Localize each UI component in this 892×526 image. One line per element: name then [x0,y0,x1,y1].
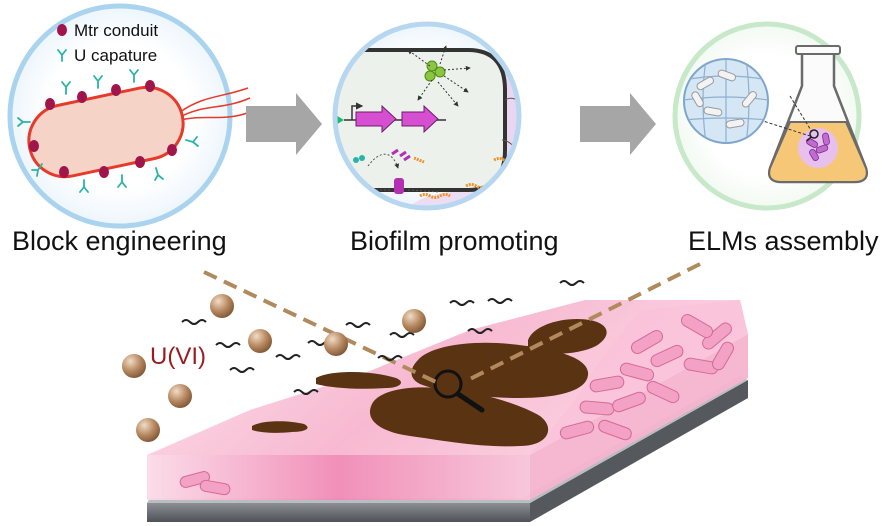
legend: Mtr conduit U capature [57,21,158,65]
signal-molecule-icon [424,60,446,82]
uranium-particle-icon [136,418,160,442]
u-capture-y-icon [185,136,199,147]
u-capture-y-icon [31,163,43,177]
uranium-particle-icon [402,309,426,333]
water-waves [181,280,585,395]
promoter-icon [351,102,364,120]
biofilm-patch [252,421,308,433]
block-engineering-panel: Mtr conduit U capature [7,3,251,229]
u-capture-y-icon [154,167,164,181]
u-capture-y-icon [57,49,67,62]
u-capture-y-icon [79,179,89,193]
mtr-conduit-dot-icon [111,84,121,96]
biofilm-patch [528,318,607,354]
gene-arrow-icon [355,104,397,134]
slab-side-face [530,334,748,500]
magnifier-icon [433,369,485,413]
mtr-conduit-dot-icon [99,166,109,178]
panel-2-circle [332,21,522,211]
biofilm-patches [252,318,607,447]
uranium-particle-icon [210,294,234,318]
membrane-transporter-icon [394,178,404,194]
mtr-conduits [29,80,177,178]
gene-arrow-icon [401,104,439,134]
uranium-particle-icon [324,332,348,356]
u-capture-y-icon [61,81,71,95]
legend-u-capture: U capature [74,46,157,65]
flagellum [181,97,251,117]
mtr-conduit-dot-icon [135,156,145,168]
u-capture-y-icon [17,117,31,127]
elms-assembly-panel [672,21,868,211]
legend-mtr-conduit: Mtr conduit [74,21,158,40]
u-capture-proteins [17,69,199,193]
mtr-conduit-dot-icon [45,98,55,110]
mtr-conduit-dot-icon [77,91,87,103]
uranium-particle-icon [168,384,192,408]
mtr-conduit-dot-icon [29,140,39,152]
u-capture-y-icon [129,69,139,83]
uranium-particle-icon [248,329,272,353]
process-arrow-1 [246,93,322,155]
mtr-conduit-dot-icon [59,166,69,178]
biofilm-patch [316,372,401,389]
mtr-conduit-dot-icon [57,24,67,36]
uranium-label: U(VI) [150,343,206,370]
living-material-slab [147,262,748,522]
uranium-particles [122,294,426,442]
uranium-particle-icon [122,354,146,378]
biofilm-patch [411,342,589,398]
u-capture-y-icon [93,75,103,89]
embedded-bacteria [179,314,734,496]
slab-front-face [147,455,530,500]
stage-label-biofilm-promoting: Biofilm promoting [350,226,559,256]
process-arrow-2 [580,93,656,155]
flagellum [179,111,251,121]
u-capture-y-icon [117,174,127,188]
stage-label-block-engineering: Block engineering [12,226,227,256]
biofilm-promoting-panel [332,21,522,211]
curli-fiber-icon [419,193,451,199]
flagellum [179,87,249,113]
mtr-conduit-dot-icon [145,80,155,92]
mtr-conduit-dot-icon [167,144,177,156]
stage-label-elms-assembly: ELMs assembly [688,226,879,256]
biofilm-patch [369,387,549,447]
